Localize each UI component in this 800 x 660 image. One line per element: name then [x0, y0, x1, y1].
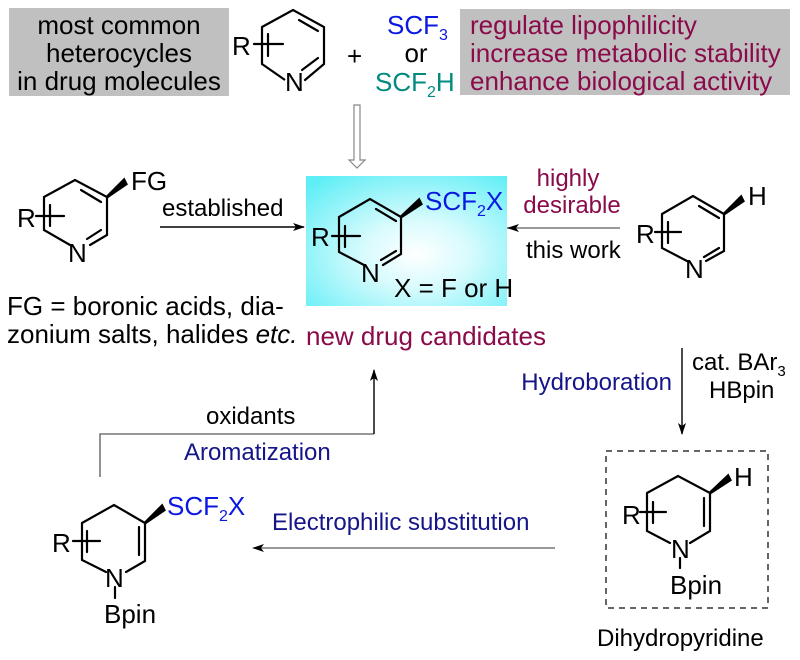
catalyst-label: cat. BAr3: [692, 349, 786, 380]
highly-label: highly: [537, 165, 600, 192]
benefit-1: regulate lipophilicity: [470, 10, 697, 40]
plus-sign: +: [347, 41, 362, 71]
bpin-label: Bpin: [670, 570, 722, 600]
nitrogen-label: N: [361, 258, 380, 288]
scf2h-tail: H: [436, 67, 455, 97]
pyridine-right: R N H: [636, 181, 767, 284]
this-work-arrow: highly desirable this work: [507, 165, 622, 264]
electrophilic-step: Electrophilic substitution: [252, 509, 555, 552]
aromatization-step: oxidants Aromatization: [99, 369, 378, 477]
info-line-2: heterocycles: [46, 38, 192, 68]
nitrogen-label: N: [105, 563, 124, 593]
scf2x-label: SCF2X: [167, 491, 245, 525]
or-label: or: [404, 38, 427, 68]
benefits-box: regulate lipophilicity increase metaboli…: [460, 9, 790, 96]
scf3-base: SCF: [387, 10, 439, 40]
hollow-down-arrow-icon: [347, 104, 367, 169]
nitrogen-label: N: [671, 534, 690, 564]
etc-italic: etc.: [256, 319, 298, 349]
bpin-label: Bpin: [104, 599, 156, 629]
nitrogen-label: N: [285, 67, 304, 97]
scf3-sub: 3: [439, 27, 448, 44]
hydroboration-step: Hydroboration cat. BAr3 HBpin: [521, 348, 786, 435]
scf3-reagent: SCF3: [387, 10, 448, 44]
product-box: R N SCF2X X = F or H: [306, 176, 513, 306]
fg-note-line-2: zonium salts, halides etc.: [7, 319, 297, 349]
r-group-label: R: [52, 528, 71, 558]
h-label: H: [748, 181, 767, 211]
benefit-2: increase metabolic stability: [470, 38, 781, 68]
svg-text:SCF2H: SCF2H: [375, 67, 455, 101]
hydroboration-label: Hydroboration: [521, 369, 672, 396]
established-label: established: [162, 195, 283, 222]
nitrogen-label: N: [68, 238, 87, 268]
this-work-label: this work: [526, 237, 622, 264]
scf2x-label: SCF2X: [425, 186, 503, 220]
info-line-3: in drug molecules: [17, 66, 221, 96]
x-definition: X = F or H: [394, 273, 513, 303]
dihydropyridine-box: R N H Bpin: [605, 450, 769, 609]
fg-note-line-1: FG = boronic acids, dia-: [7, 291, 284, 321]
scf2x-dihydropyridine: R N SCF2X Bpin: [52, 491, 245, 629]
established-arrow: established: [160, 195, 305, 231]
fg-pyridine: R N FG: [17, 166, 167, 268]
heterocycle-info-box: most common heterocycles in drug molecul…: [9, 8, 229, 96]
electrophilic-label: Electrophilic substitution: [272, 509, 529, 536]
nitrogen-label: N: [685, 254, 704, 284]
fg-label: FG: [131, 166, 167, 196]
pyridine-top: R N: [232, 8, 326, 97]
benefit-3: enhance biological activity: [470, 66, 772, 96]
info-line-1: most common: [37, 10, 200, 40]
r-group-label: R: [636, 219, 655, 249]
r-group-label: R: [232, 31, 251, 61]
oxidants-label: oxidants: [206, 403, 295, 430]
scf2h-sub: 2: [427, 84, 436, 101]
r-group-label: R: [17, 203, 36, 233]
scf2h-base: SCF: [375, 67, 427, 97]
product-caption: new drug candidates: [306, 321, 546, 351]
desirable-label: desirable: [523, 192, 620, 219]
aromatization-label: Aromatization: [184, 439, 331, 466]
dihydropyridine-caption: Dihydropyridine: [597, 625, 764, 652]
r-group-label: R: [622, 500, 641, 530]
scf2h-reagent: SCF2H: [375, 67, 455, 101]
svg-text:SCF3: SCF3: [387, 10, 448, 44]
r-group-label: R: [311, 222, 330, 252]
h-label: H: [734, 462, 753, 492]
hbpin-label: HBpin: [709, 377, 774, 404]
